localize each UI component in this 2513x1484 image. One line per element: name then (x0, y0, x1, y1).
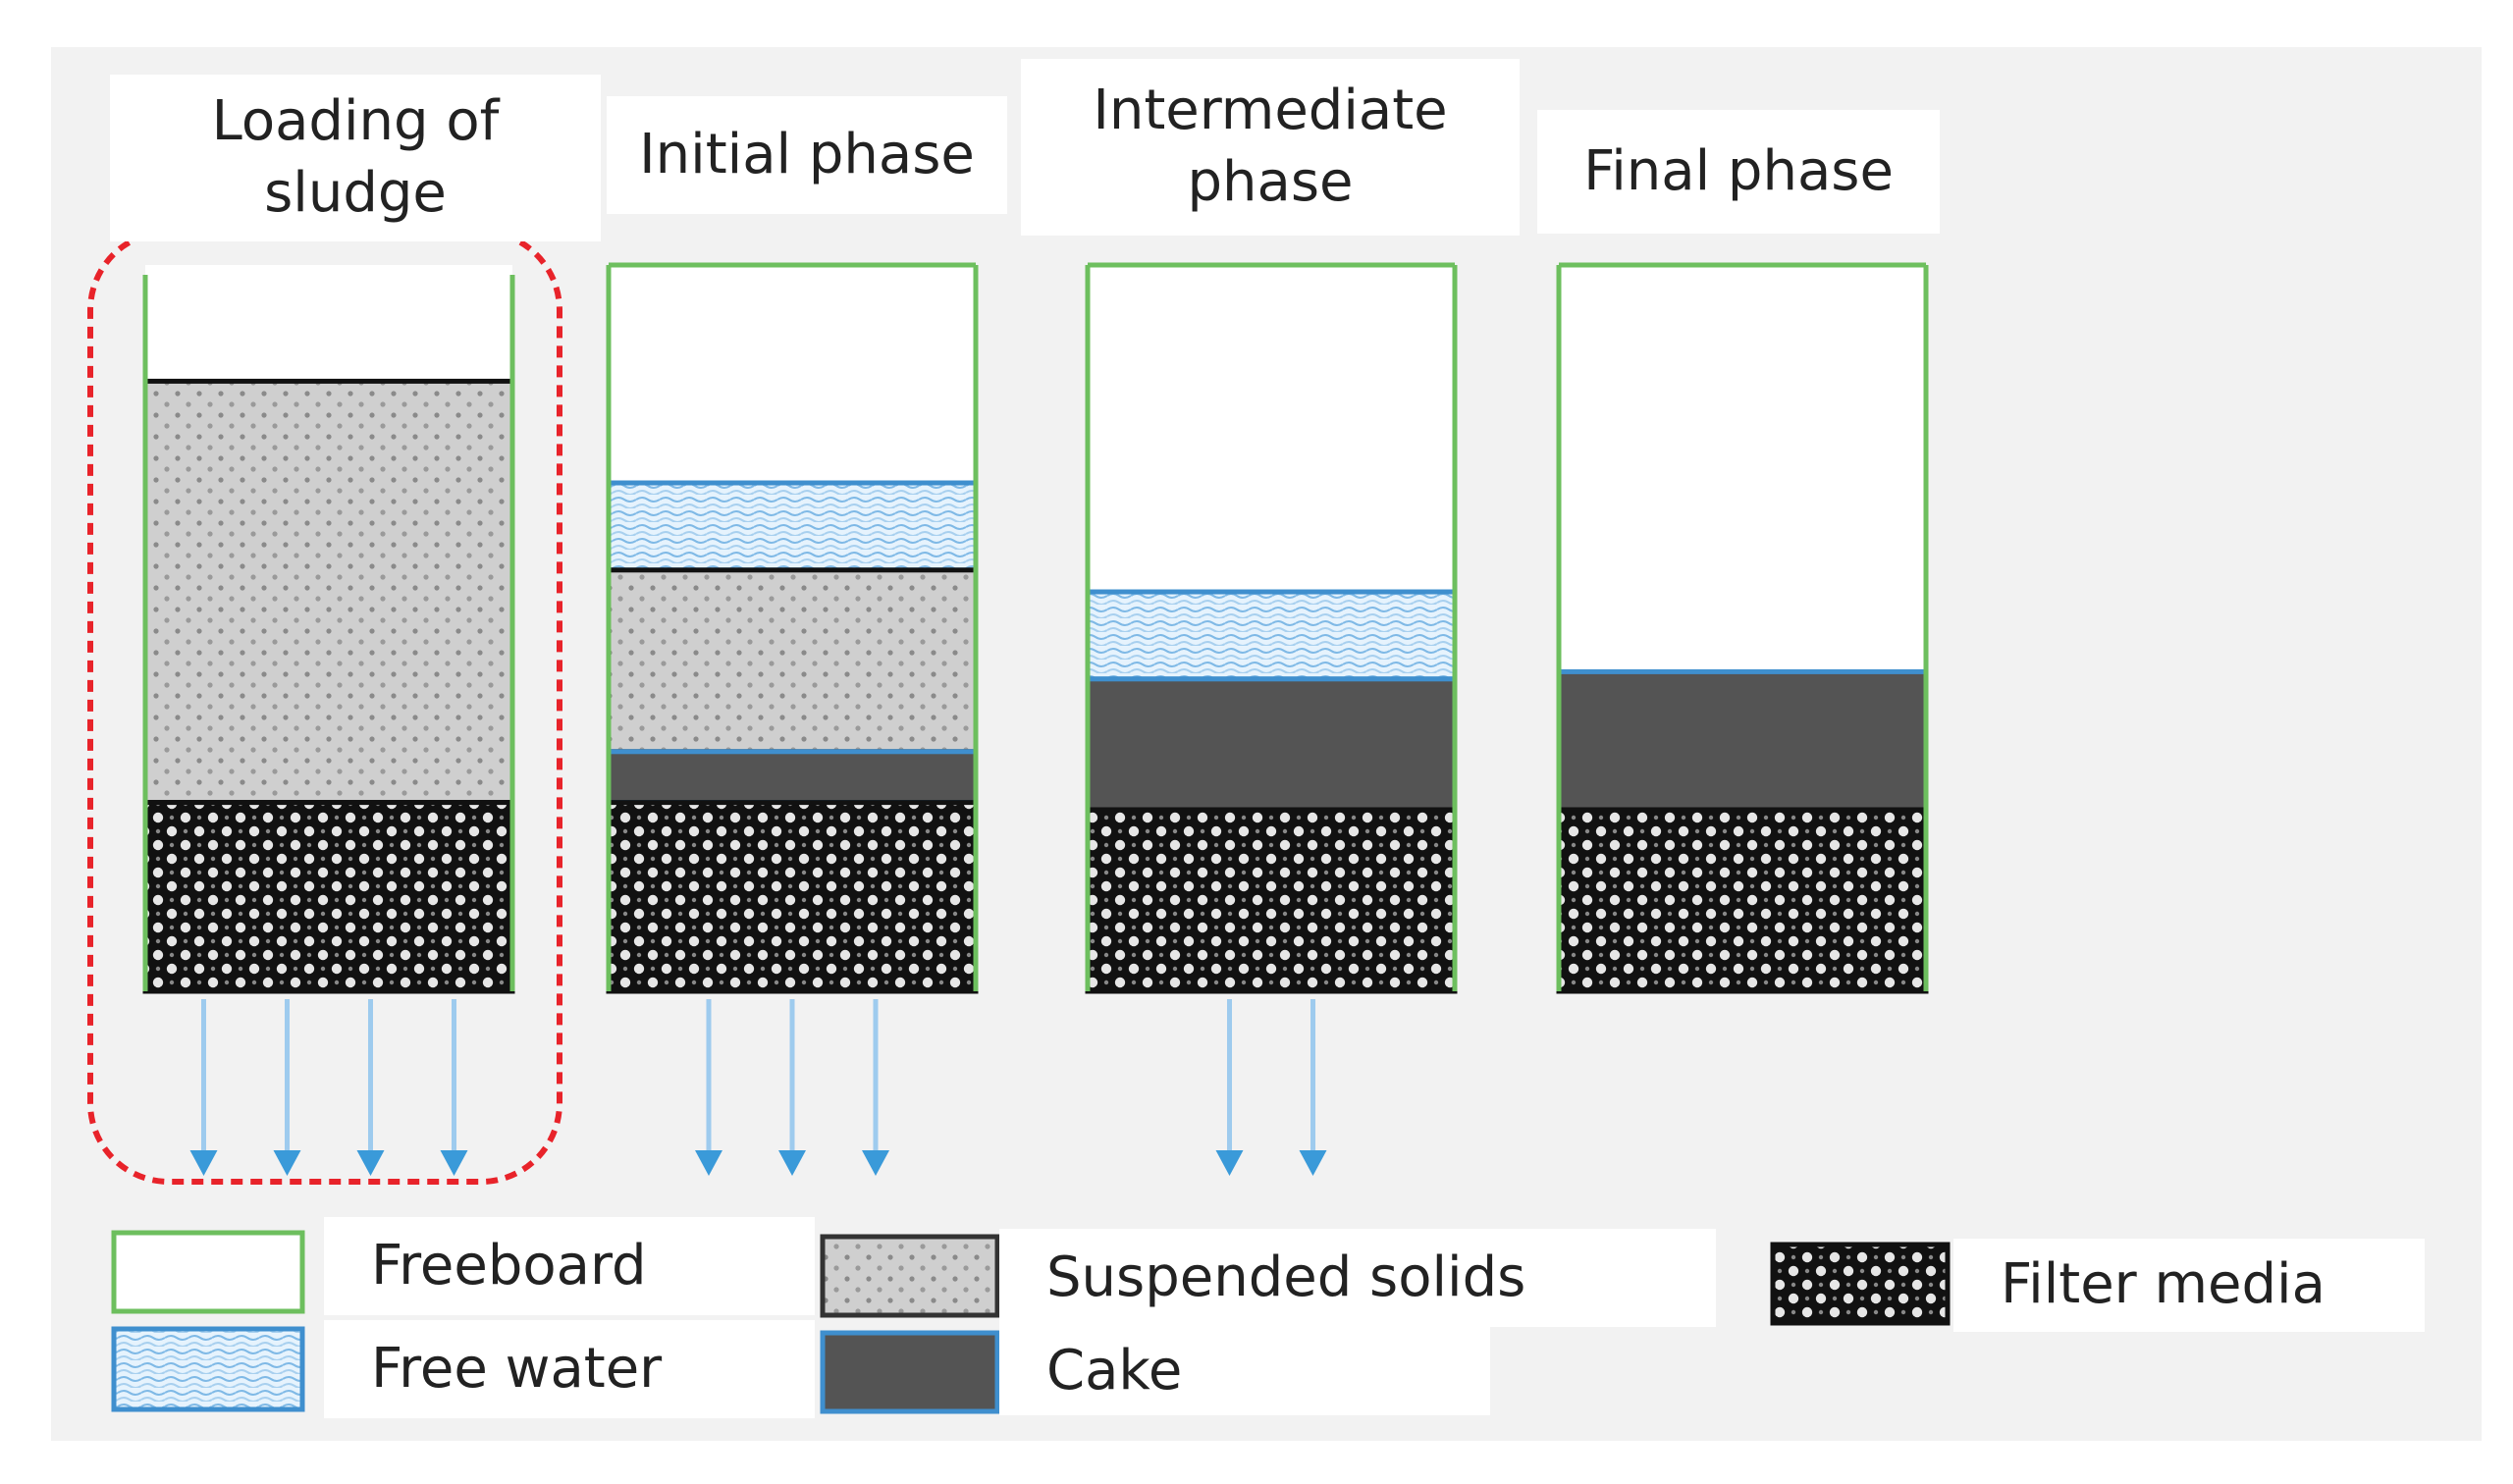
highlight-dashed-outline (87, 229, 562, 1185)
phase-column-0 (87, 229, 562, 1185)
layer-media (1085, 807, 1458, 994)
legend-label-suspended-solids: Suspended solids (999, 1229, 1716, 1327)
legend-label-freeboard: Freeboard (324, 1217, 815, 1315)
legend-swatch-suspended (820, 1234, 1000, 1318)
phase-column-3 (1556, 262, 1929, 994)
legend-label-free-water: Free water (324, 1320, 815, 1418)
legend-swatch-freeboard (111, 1230, 305, 1314)
layer-media (142, 800, 515, 994)
drain-arrow-head (189, 1150, 218, 1176)
layer-freeboard (145, 265, 512, 382)
layer-cake (1085, 676, 1458, 813)
legend-swatch-water (111, 1326, 305, 1412)
layer-suspended (142, 378, 515, 806)
layer-freeboard (1088, 265, 1455, 592)
phase-title-final: Final phase (1537, 110, 1940, 234)
drain-arrow-head (862, 1150, 889, 1176)
phase-title-initial: Initial phase (607, 96, 1007, 214)
drain-arrow-head (440, 1150, 468, 1176)
phase-column-2 (1085, 262, 1458, 1176)
layer-media (606, 800, 979, 994)
legend-swatch-media (1770, 1242, 1951, 1326)
layer-freeboard (609, 265, 976, 483)
drain-arrow-head (356, 1150, 385, 1176)
legend-label-filter-media: Filter media (1953, 1239, 2425, 1332)
layer-water (606, 480, 979, 573)
layer-cake (1556, 668, 1929, 813)
legend-swatch-cake (820, 1330, 1000, 1414)
phase-title-intermediate: Intermediate phase (1021, 59, 1520, 236)
layer-cake (606, 749, 979, 806)
layer-water (1085, 589, 1458, 682)
drain-arrow-head (695, 1150, 722, 1176)
phase-title-loading: Loading of sludge (110, 75, 601, 241)
phase-columns (87, 229, 1929, 1185)
drain-arrow-head (778, 1150, 806, 1176)
drain-arrow-head (273, 1150, 301, 1176)
layer-suspended (606, 567, 979, 755)
legend-label-cake: Cake (999, 1327, 1490, 1415)
drain-arrow-head (1299, 1150, 1327, 1176)
layer-media (1556, 807, 1929, 994)
layer-freeboard (1559, 265, 1926, 672)
legend-swatches (111, 1230, 1951, 1414)
drain-arrow-head (1215, 1150, 1244, 1176)
phase-column-1 (606, 262, 979, 1176)
